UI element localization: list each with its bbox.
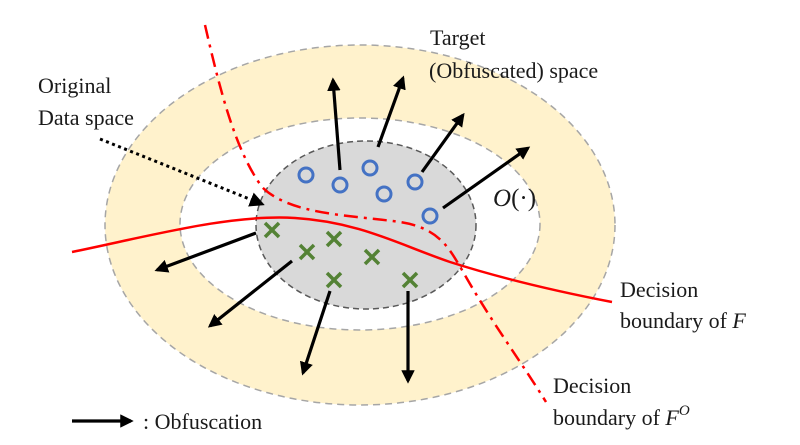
obfuscation-arrow xyxy=(420,112,465,173)
decision-boundary-f-line xyxy=(71,216,613,304)
obfuscation-arrow xyxy=(207,259,293,328)
boundary-fo-symbol: F xyxy=(664,405,679,430)
class-circles xyxy=(297,159,439,225)
legend-label: : Obfuscation xyxy=(143,409,262,434)
boundary-fo-superscript: O xyxy=(679,403,690,419)
obfuscation-arrow xyxy=(442,146,531,210)
boundary-fo-label-line1: Decision xyxy=(553,373,631,398)
obfuscation-function-args: (·) xyxy=(511,185,536,212)
class-circle-point xyxy=(375,185,393,203)
original-data-space-ellipse xyxy=(255,140,477,310)
class-cross-point xyxy=(325,230,343,248)
class-cross-point xyxy=(263,221,281,239)
class-cross-point xyxy=(298,243,316,261)
class-cross-point xyxy=(363,248,381,266)
original-space-label-line1: Original xyxy=(38,73,111,98)
class-cross-point xyxy=(401,271,419,289)
class-circle-point xyxy=(361,159,379,177)
target-space-label-line1: Target xyxy=(430,25,485,50)
boundary-f-symbol: F xyxy=(731,308,746,333)
class-cross-point xyxy=(325,271,343,289)
obfuscation-arrow xyxy=(327,77,342,171)
boundary-f-label-line2: boundary of F xyxy=(620,308,746,333)
original-space-pointer-arrow xyxy=(99,137,265,207)
obfuscation-arrows xyxy=(154,75,531,384)
boundary-fo-label-line2: boundary of FO xyxy=(553,403,690,430)
class-circle-point xyxy=(421,207,439,225)
class-circle-point xyxy=(331,176,349,194)
boundary-fo-label-prefix: boundary of xyxy=(553,405,665,430)
target-space-label-line2: (Obfuscated) space xyxy=(429,58,598,83)
obfuscation-function-label: O(·) xyxy=(493,185,536,212)
original-space-label-line2: Data space xyxy=(38,105,134,130)
class-circle-point xyxy=(297,166,315,184)
obfuscation-arrow xyxy=(299,290,332,376)
legend: : Obfuscation xyxy=(72,409,262,434)
obfuscation-arrow xyxy=(154,231,257,273)
obfuscation-arrow xyxy=(376,75,406,148)
class-crosses xyxy=(263,221,419,289)
class-circle-point xyxy=(406,173,424,191)
boundary-f-label-line1: Decision xyxy=(620,277,698,302)
boundary-f-label-prefix: boundary of xyxy=(620,308,732,333)
obfuscation-function-symbol: O xyxy=(493,185,511,212)
